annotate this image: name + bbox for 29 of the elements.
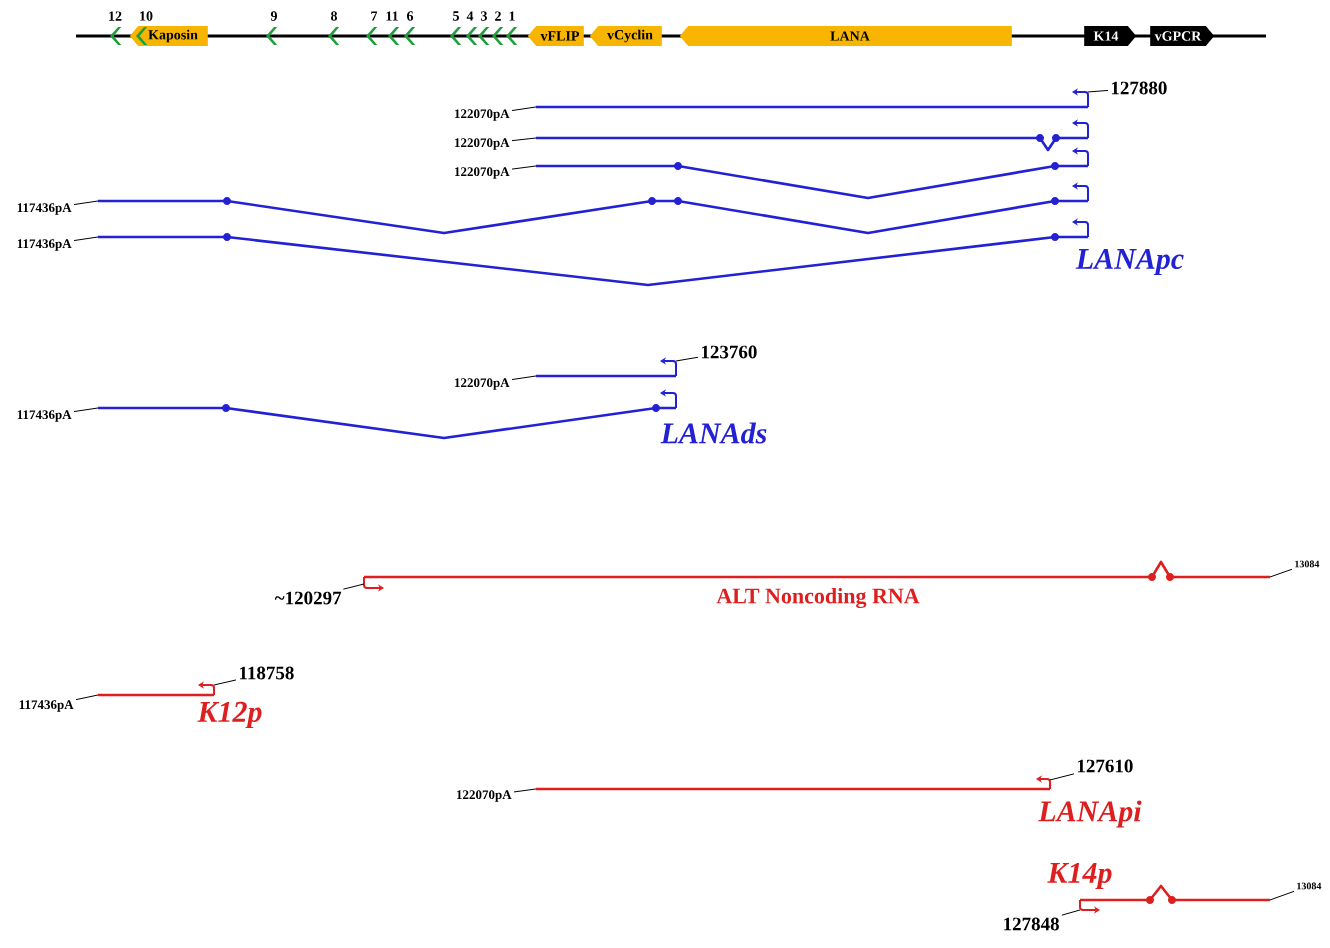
leader-line	[1269, 568, 1293, 578]
position-label: ~120297	[274, 591, 342, 605]
leader-line	[675, 356, 699, 362]
position-label: 123760	[701, 345, 757, 359]
transcript-name: LANAds	[660, 422, 767, 444]
leader-line	[513, 788, 537, 793]
leader-line	[1061, 909, 1081, 916]
transcript-name: K12p	[197, 701, 262, 729]
leader-line	[73, 407, 99, 413]
transcript-name: K14p	[1047, 862, 1112, 890]
position-label: 127848	[1004, 917, 1059, 931]
leader-line	[342, 583, 365, 590]
position-label: 127880	[1111, 81, 1167, 95]
leader-line	[511, 165, 537, 170]
leader-line	[73, 200, 99, 206]
position-label: 127610	[1077, 759, 1133, 773]
leader-line	[1049, 773, 1075, 781]
leader-line	[511, 106, 537, 112]
transcript-name: LANApc	[1075, 248, 1184, 276]
transcript-name: LANApi	[1038, 800, 1142, 828]
leader-line	[511, 137, 537, 142]
transcript-name: ALT Noncoding RNA	[716, 587, 920, 609]
leader-line	[1269, 890, 1295, 901]
leader-line	[75, 694, 99, 701]
leader-line	[1087, 89, 1109, 93]
position-label: 118758	[239, 666, 294, 680]
leader-line	[213, 679, 237, 686]
leader-line	[511, 375, 537, 381]
leader-line	[73, 236, 99, 242]
